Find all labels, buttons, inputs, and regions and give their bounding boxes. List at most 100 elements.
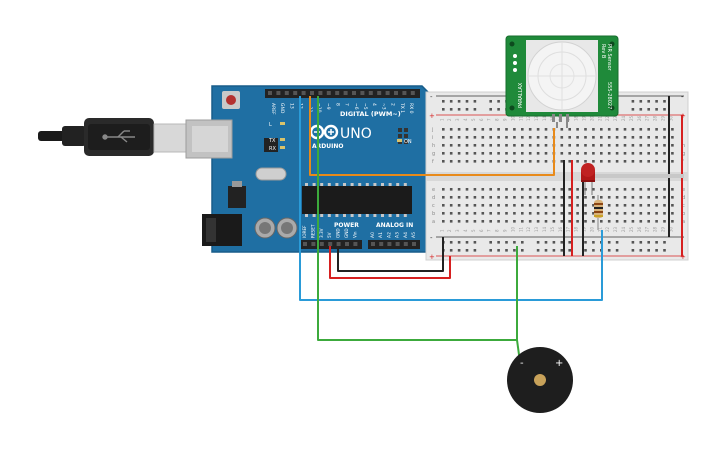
breadboard-hole[interactable]	[481, 188, 485, 191]
breadboard-hole[interactable]	[465, 100, 469, 103]
breadboard-hole[interactable]	[481, 204, 485, 207]
breadboard-hole[interactable]	[615, 152, 619, 155]
breadboard-hole[interactable]	[465, 152, 469, 155]
breadboard-hole[interactable]	[592, 144, 595, 147]
breadboard-hole[interactable]	[584, 249, 587, 252]
breadboard-hole[interactable]	[584, 196, 587, 199]
breadboard-hole[interactable]	[536, 220, 540, 223]
breadboard-hole[interactable]	[449, 188, 453, 191]
breadboard-hole[interactable]	[615, 204, 619, 207]
breadboard-hole[interactable]	[481, 196, 485, 199]
breadboard-hole[interactable]	[473, 204, 477, 207]
breadboard-hole[interactable]	[497, 108, 500, 111]
breadboard-hole[interactable]	[457, 108, 461, 111]
breadboard-hole[interactable]	[513, 212, 516, 215]
breadboard-hole[interactable]	[623, 160, 627, 163]
header-pin[interactable]	[318, 91, 323, 95]
breadboard-hole[interactable]	[623, 188, 627, 191]
header-pin[interactable]	[336, 242, 341, 246]
breadboard-hole[interactable]	[465, 108, 469, 111]
breadboard-hole[interactable]	[576, 188, 579, 191]
breadboard-hole[interactable]	[457, 188, 461, 191]
breadboard-hole[interactable]	[489, 249, 492, 252]
breadboard-hole[interactable]	[473, 108, 477, 111]
breadboard-hole[interactable]	[505, 128, 508, 131]
breadboard-hole[interactable]	[544, 136, 548, 139]
breadboard-hole[interactable]	[631, 204, 635, 207]
breadboard-hole[interactable]	[631, 136, 635, 139]
breadboard-hole[interactable]	[647, 144, 650, 147]
breadboard-hole[interactable]	[671, 136, 674, 139]
breadboard-hole[interactable]	[465, 220, 469, 223]
header-pin[interactable]	[301, 91, 306, 95]
breadboard-hole[interactable]	[607, 241, 611, 244]
breadboard-hole[interactable]	[607, 249, 611, 252]
breadboard-hole[interactable]	[639, 212, 643, 215]
breadboard-hole[interactable]	[528, 188, 532, 191]
breadboard-hole[interactable]	[481, 128, 485, 131]
breadboard-hole[interactable]	[600, 188, 603, 191]
breadboard-hole[interactable]	[655, 160, 658, 163]
breadboard-hole[interactable]	[592, 152, 595, 155]
breadboard-hole[interactable]	[473, 241, 477, 244]
breadboard-hole[interactable]	[552, 241, 556, 244]
breadboard-hole[interactable]	[536, 188, 540, 191]
breadboard-hole[interactable]	[663, 220, 666, 223]
breadboard-hole[interactable]	[592, 220, 595, 223]
breadboard-hole[interactable]	[671, 204, 674, 207]
breadboard-hole[interactable]	[489, 212, 492, 215]
breadboard-hole[interactable]	[655, 188, 658, 191]
breadboard-hole[interactable]	[576, 128, 579, 131]
header-pin[interactable]	[353, 242, 358, 246]
header-pin[interactable]	[412, 242, 416, 246]
breadboard-hole[interactable]	[489, 100, 492, 103]
breadboard-hole[interactable]	[473, 144, 477, 147]
breadboard-hole[interactable]	[513, 196, 516, 199]
breadboard-hole[interactable]	[631, 160, 635, 163]
breadboard-hole[interactable]	[528, 128, 532, 131]
breadboard-hole[interactable]	[497, 220, 500, 223]
breadboard-hole[interactable]	[465, 136, 469, 139]
header-pin[interactable]	[311, 242, 316, 246]
breadboard-hole[interactable]	[631, 196, 635, 199]
header-pin[interactable]	[403, 242, 408, 246]
breadboard-hole[interactable]	[576, 196, 579, 199]
breadboard-hole[interactable]	[473, 249, 477, 252]
breadboard-hole[interactable]	[497, 160, 500, 163]
breadboard-hole[interactable]	[576, 136, 579, 139]
breadboard-hole[interactable]	[671, 160, 674, 163]
breadboard-hole[interactable]	[489, 136, 492, 139]
breadboard-hole[interactable]	[521, 249, 524, 252]
breadboard-hole[interactable]	[631, 152, 635, 155]
breadboard-hole[interactable]	[607, 136, 611, 139]
breadboard-hole[interactable]	[513, 160, 516, 163]
breadboard-hole[interactable]	[497, 144, 500, 147]
breadboard-hole[interactable]	[505, 204, 508, 207]
header-pin[interactable]	[395, 242, 400, 246]
breadboard-hole[interactable]	[552, 249, 556, 252]
breadboard-hole[interactable]	[671, 212, 674, 215]
breadboard-hole[interactable]	[521, 160, 524, 163]
header-pin[interactable]	[402, 91, 407, 95]
breadboard-hole[interactable]	[505, 152, 508, 155]
breadboard-hole[interactable]	[607, 220, 611, 223]
breadboard-hole[interactable]	[592, 128, 595, 131]
breadboard-hole[interactable]	[449, 249, 453, 252]
breadboard-hole[interactable]	[442, 108, 445, 111]
breadboard-hole[interactable]	[544, 160, 548, 163]
breadboard-hole[interactable]	[528, 204, 532, 207]
breadboard-hole[interactable]	[663, 204, 666, 207]
breadboard-hole[interactable]	[584, 241, 587, 244]
header-pin[interactable]	[360, 91, 365, 95]
breadboard-hole[interactable]	[544, 128, 548, 131]
header-pin[interactable]	[310, 91, 314, 95]
breadboard-hole[interactable]	[544, 144, 548, 147]
breadboard-hole[interactable]	[505, 212, 508, 215]
breadboard-hole[interactable]	[647, 152, 650, 155]
breadboard-hole[interactable]	[536, 128, 540, 131]
breadboard-hole[interactable]	[631, 108, 635, 111]
breadboard-hole[interactable]	[631, 100, 635, 103]
breadboard-hole[interactable]	[489, 152, 492, 155]
breadboard-hole[interactable]	[655, 204, 658, 207]
breadboard-hole[interactable]	[584, 144, 587, 147]
